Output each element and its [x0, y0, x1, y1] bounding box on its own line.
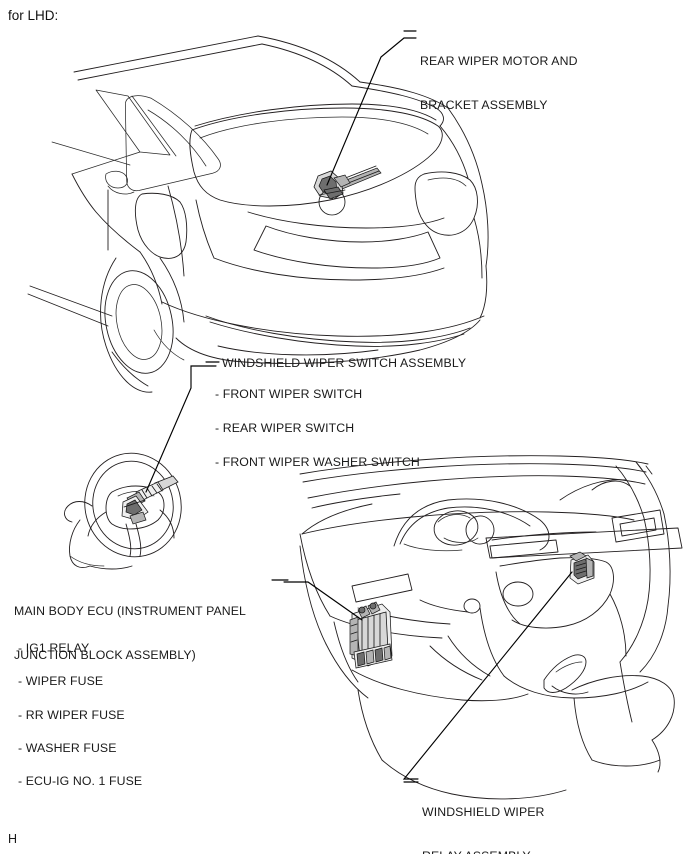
callout-washer-fuse: - WASHER FUSE: [18, 741, 117, 755]
callout-rear-wiper-motor-line2: BRACKET ASSEMBLY: [420, 97, 548, 112]
callout-wiper-switch-assembly: WINDSHIELD WIPER SWITCH ASSEMBLY: [222, 356, 467, 370]
callout-rear-wiper-motor-line1: REAR WIPER MOTOR AND: [420, 54, 578, 68]
callout-ig1-relay: - IG1 RELAY: [18, 641, 90, 655]
callout-front-wiper-switch: - FRONT WIPER SWITCH: [215, 387, 363, 401]
header-note: for LHD:: [8, 8, 59, 23]
callout-wiper-relay-line2: RELAY ASSEMBLY: [422, 849, 545, 854]
callout-rr-wiper-fuse: - RR WIPER FUSE: [18, 708, 125, 722]
callout-ecu-ig-no1-fuse: - ECU-IG NO. 1 FUSE: [18, 774, 143, 788]
rear-wiper-motor-part: [313, 165, 382, 216]
leader-rear-wiper-motor: [326, 37, 417, 186]
callout-main-body-ecu-line2: JUNCTION BLOCK ASSEMBLY): [14, 647, 196, 662]
callout-wiper-fuse: - WIPER FUSE: [18, 674, 104, 688]
callout-wiper-relay-assembly: WINDSHIELD WIPER RELAY ASSEMBLY: [422, 776, 545, 854]
page-mark: H: [8, 832, 18, 846]
wiper-switch-stalk-part: [121, 475, 179, 525]
dashboard-illustration: [283, 455, 683, 800]
callout-wiper-relay-line1: WINDSHIELD WIPER: [422, 805, 545, 819]
callout-main-body-ecu: MAIN BODY ECU (INSTRUMENT PANEL JUNCTION…: [14, 575, 246, 691]
wiper-relay-part: [569, 551, 595, 585]
callout-rear-wiper-switch: - REAR WIPER SWITCH: [215, 421, 355, 435]
junction-block-part: [349, 601, 393, 669]
callout-front-wiper-washer-switch: - FRONT WIPER WASHER SWITCH: [215, 455, 420, 469]
callout-main-body-ecu-line1: MAIN BODY ECU (INSTRUMENT PANEL: [14, 604, 246, 618]
leader-wiper-relay: [402, 571, 573, 780]
leader-main-body-ecu: [283, 581, 363, 621]
steering-wheel-illustration: [64, 365, 217, 570]
callout-rear-wiper-motor: REAR WIPER MOTOR AND BRACKET ASSEMBLY: [420, 25, 578, 141]
leader-wiper-switch: [145, 365, 217, 493]
